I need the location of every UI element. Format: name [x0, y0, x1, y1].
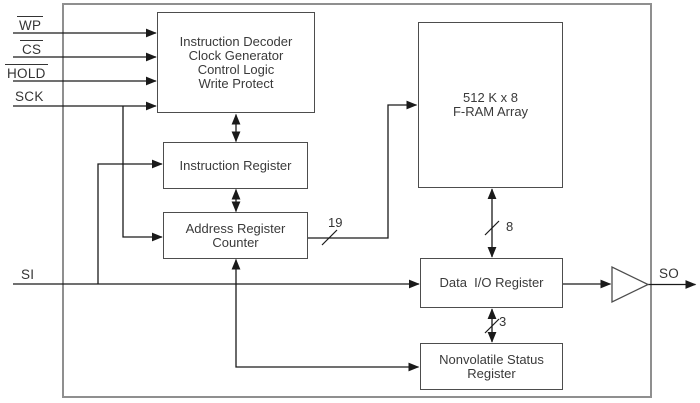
wire-address-counter-status-register [231, 258, 420, 372]
block-label: Instruction Register [179, 157, 292, 173]
block-data-io-register: Data I/O Register [420, 258, 563, 308]
block-label: Instruction Decoder Clock Generator Cont… [179, 33, 293, 91]
pin-label-wp: WP [17, 16, 44, 33]
pin-label-text: CS [20, 40, 44, 57]
pin-label-text: SCK [15, 89, 44, 104]
bus-slash-address [321, 229, 338, 246]
block-nonvolatile-status-register: Nonvolatile Status Register [420, 343, 563, 390]
pin-label-text: HOLD [5, 64, 48, 81]
bus-width-status: 3 [499, 314, 507, 329]
bus-address-19 [308, 100, 418, 239]
block-address-register-counter: Address Register Counter [163, 212, 308, 259]
pin-label-so: SO [657, 266, 681, 281]
block-label: Data I/O Register [439, 275, 544, 290]
bus-width-data: 8 [506, 219, 514, 234]
pin-label-text: WP [17, 16, 44, 33]
block-instruction-register: Instruction Register [163, 142, 308, 189]
pin-label-sck: SCK [13, 89, 46, 104]
bus-slash-data [484, 220, 500, 236]
pin-label-si: SI [19, 267, 36, 282]
bus-width-address: 19 [328, 215, 343, 230]
block-instruction-decoder: Instruction Decoder Clock Generator Cont… [157, 12, 315, 113]
pin-label-hold: HOLD [5, 64, 48, 81]
output-buffer-triangle [611, 265, 650, 304]
pin-label-cs: CS [20, 40, 44, 57]
wire-si-to-instruction-register [97, 159, 163, 284]
block-label: 512 K x 8 F-RAM Array [452, 90, 529, 119]
block-fram-array: 512 K x 8 F-RAM Array [418, 22, 563, 188]
bus-slash-status [484, 318, 500, 334]
pin-label-text: SO [659, 266, 680, 281]
block-label: Nonvolatile Status Register [439, 351, 544, 381]
wire-sck-to-address-counter [122, 106, 163, 242]
pin-label-text: SI [21, 267, 35, 282]
block-label: Address Register Counter [185, 220, 286, 250]
